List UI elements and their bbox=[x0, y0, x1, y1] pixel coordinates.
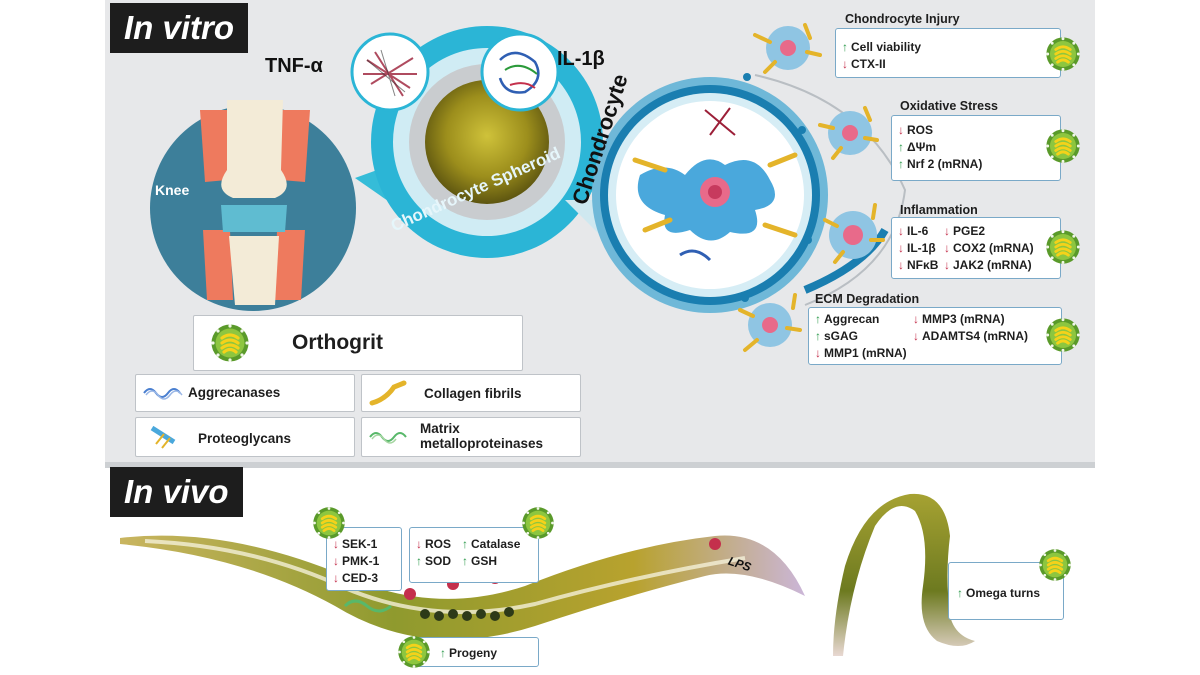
legend-label: Collagen fibrils bbox=[424, 386, 522, 401]
proteoglycan-icon bbox=[150, 425, 176, 449]
down-arrow-icon: ↓ bbox=[416, 537, 422, 551]
effect-item: ↓NFκB bbox=[898, 258, 939, 272]
down-arrow-icon: ↓ bbox=[898, 224, 904, 238]
effect-item: ↓JAK2 (mRNA) bbox=[944, 258, 1032, 272]
aggrecanase-icon bbox=[143, 388, 183, 400]
effect-item: ↑Progeny bbox=[440, 646, 498, 660]
up-arrow-icon: ↑ bbox=[815, 312, 821, 326]
effect-item: ↓PGE2 bbox=[944, 224, 986, 238]
effect-item: ↑ΔΨm bbox=[898, 140, 937, 154]
down-arrow-icon: ↓ bbox=[815, 346, 821, 360]
legend-item-proteoglycans: Proteoglycans bbox=[135, 417, 355, 457]
down-arrow-icon: ↓ bbox=[333, 571, 339, 585]
orthogrit-icon bbox=[1045, 229, 1081, 265]
down-arrow-icon: ↓ bbox=[913, 329, 919, 343]
legend-item-aggrecanases: Aggrecanases bbox=[135, 374, 355, 412]
vivo-box-progeny: ↑Progeny bbox=[409, 637, 539, 667]
effect-item: ↓ROS bbox=[416, 537, 452, 551]
up-arrow-icon: ↑ bbox=[815, 329, 821, 343]
effect-item: ↓MMP3 (mRNA) bbox=[913, 312, 1005, 326]
down-arrow-icon: ↓ bbox=[944, 258, 950, 272]
up-arrow-icon: ↑ bbox=[416, 554, 422, 568]
in-vivo-illustration bbox=[120, 493, 975, 656]
effect-item: ↓CED-3 bbox=[333, 571, 379, 585]
orthogrit-icon bbox=[1045, 36, 1081, 72]
effect-item: ↑sGAG bbox=[815, 329, 859, 343]
effect-title-oxidative: Oxidative Stress bbox=[900, 99, 998, 113]
up-arrow-icon: ↑ bbox=[462, 554, 468, 568]
orthogrit-icon bbox=[521, 506, 555, 540]
effect-item: ↑Cell viability bbox=[842, 40, 922, 54]
legend-drug-label: Orthogrit bbox=[292, 331, 383, 354]
effect-item: ↑Nrf 2 (mRNA) bbox=[898, 157, 983, 171]
effect-box-ecm: ↑Aggrecan ↓MMP3 (mRNA) ↑sGAG ↓ADAMTS4 (m… bbox=[808, 307, 1062, 365]
effect-title-injury: Chondrocyte Injury bbox=[845, 12, 960, 26]
legend-label: Proteoglycans bbox=[198, 431, 292, 446]
legend-drug-box: Orthogrit bbox=[193, 315, 523, 371]
orthogrit-icon bbox=[312, 506, 346, 540]
effect-item: ↑GSH bbox=[462, 554, 498, 568]
up-arrow-icon: ↑ bbox=[957, 586, 963, 600]
orthogrit-icon bbox=[1045, 128, 1081, 164]
up-arrow-icon: ↑ bbox=[898, 157, 904, 171]
effect-title-ecm: ECM Degradation bbox=[815, 292, 920, 306]
down-arrow-icon: ↓ bbox=[333, 554, 339, 568]
down-arrow-icon: ↓ bbox=[898, 241, 904, 255]
legend-label: Aggrecanases bbox=[188, 385, 281, 400]
in-vitro-tag: In vitro bbox=[110, 3, 249, 53]
legend-label: Matrix metalloproteinases bbox=[420, 421, 544, 451]
down-arrow-icon: ↓ bbox=[944, 241, 950, 255]
collagen-fibril-icon bbox=[369, 380, 407, 406]
stimulus-tnf-label: TNF-α bbox=[265, 55, 323, 77]
orthogrit-icon bbox=[1045, 317, 1081, 353]
legend-item-collagen: Collagen fibrils bbox=[361, 374, 581, 412]
effect-item: ↑Omega turns bbox=[957, 586, 1041, 600]
legend-item-mmp: Matrix metalloproteinases bbox=[361, 417, 581, 457]
in-vivo-tag: In vivo bbox=[110, 467, 243, 517]
knee-label: Knee bbox=[155, 182, 190, 198]
effect-item: ↓ROS bbox=[898, 123, 934, 137]
effect-box-oxidative: ↓ROS ↑ΔΨm ↑Nrf 2 (mRNA) bbox=[891, 115, 1061, 181]
in-vitro-illustration bbox=[150, 23, 907, 352]
orthogrit-icon bbox=[397, 635, 431, 669]
effect-item: ↓MMP1 (mRNA) bbox=[815, 346, 907, 360]
effect-item: ↓COX2 (mRNA) bbox=[944, 241, 1034, 255]
effect-item: ↓IL-1β bbox=[898, 241, 936, 255]
effect-item: ↑Aggrecan bbox=[815, 312, 880, 326]
down-arrow-icon: ↓ bbox=[333, 537, 339, 551]
knee-illustration bbox=[150, 100, 356, 311]
mmp-icon bbox=[369, 432, 407, 444]
up-arrow-icon: ↑ bbox=[440, 646, 446, 660]
effect-item: ↓IL-6 bbox=[898, 224, 929, 238]
effect-item: ↓ADAMTS4 (mRNA) bbox=[913, 329, 1028, 343]
effect-box-injury: ↑Cell viability ↓CTX-II bbox=[835, 28, 1061, 78]
orthogrit-icon bbox=[210, 323, 250, 363]
down-arrow-icon: ↓ bbox=[842, 57, 848, 71]
figure-panel: In vitro Knee TNF-α IL-1β Chondrocyte Sp… bbox=[105, 0, 1095, 675]
effect-item: ↓PMK-1 bbox=[333, 554, 380, 568]
effect-item: ↓CTX-II bbox=[842, 57, 886, 71]
vivo-box-oxidative: ↓ROS ↑Catalase ↑SOD ↑GSH bbox=[409, 527, 539, 583]
down-arrow-icon: ↓ bbox=[944, 224, 950, 238]
up-arrow-icon: ↑ bbox=[898, 140, 904, 154]
stimulus-il1b-label: IL-1β bbox=[557, 48, 605, 70]
up-arrow-icon: ↑ bbox=[462, 537, 468, 551]
effect-item: ↑SOD bbox=[416, 554, 452, 568]
down-arrow-icon: ↓ bbox=[913, 312, 919, 326]
vivo-box-genes: ↓SEK-1 ↓PMK-1 ↓CED-3 bbox=[326, 527, 402, 591]
effect-box-inflammation: ↓IL-6 ↓PGE2 ↓IL-1β ↓COX2 (mRNA) ↓NFκB ↓J… bbox=[891, 217, 1061, 279]
down-arrow-icon: ↓ bbox=[898, 258, 904, 272]
orthogrit-icon bbox=[1038, 548, 1072, 582]
effect-item: ↓SEK-1 bbox=[333, 537, 378, 551]
down-arrow-icon: ↓ bbox=[898, 123, 904, 137]
effect-title-inflammation: Inflammation bbox=[900, 203, 978, 217]
effect-item: ↑Catalase bbox=[462, 537, 521, 551]
section-divider bbox=[105, 462, 1095, 468]
up-arrow-icon: ↑ bbox=[842, 40, 848, 54]
